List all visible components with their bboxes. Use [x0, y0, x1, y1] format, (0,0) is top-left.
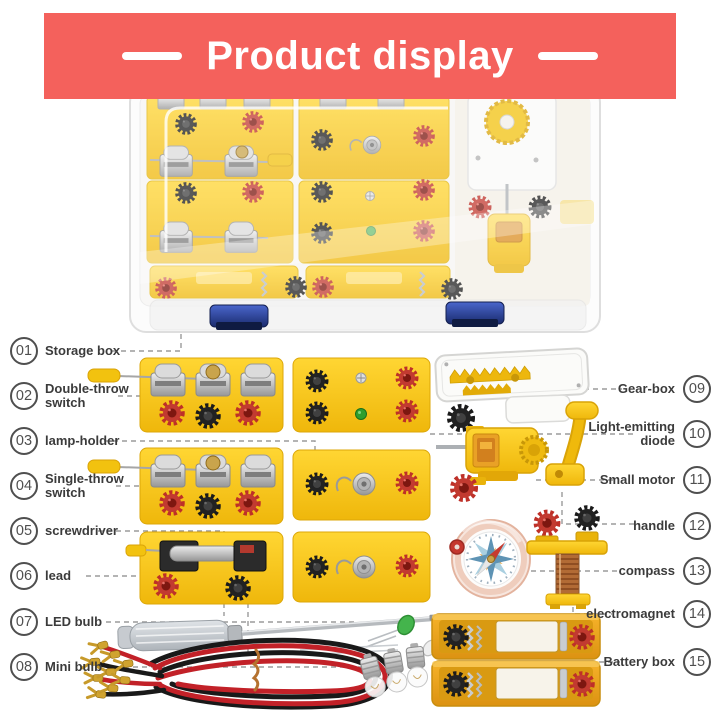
light-emitting-diode-board	[292, 357, 431, 433]
callout-number-15: 15	[683, 648, 711, 676]
storage-box-photo	[129, 85, 601, 333]
gear-box-lid	[505, 394, 571, 424]
lamp-holder-board-2	[292, 531, 431, 603]
callout-number-10: 10	[683, 420, 711, 449]
callout-label-electromagnet: electromagnet	[586, 605, 675, 621]
callout-single-throw-switch: 04 Single-throw switch	[10, 471, 140, 501]
callout-number-08: 08	[10, 653, 38, 681]
callout-number-04: 04	[10, 472, 38, 501]
callout-mini-bulb: 08 Mini bulb	[10, 653, 102, 681]
callout-storage-box: 01 Storage box	[10, 337, 120, 365]
electromagnet-item	[526, 508, 608, 609]
callout-lead: 06 lead	[10, 562, 71, 590]
callout-number-09: 09	[683, 375, 711, 403]
callout-label-lamp-holder: lamp-holder	[45, 432, 120, 448]
latch-left	[209, 304, 269, 330]
callout-number-01: 01	[10, 337, 38, 365]
small-motor-item	[436, 406, 549, 499]
callout-number-05: 05	[10, 517, 38, 545]
callout-number-11: 11	[683, 466, 711, 494]
screwdriver-item	[117, 614, 440, 652]
callout-label-gear-box: Gear-box	[617, 380, 675, 396]
battery-box-items	[432, 614, 600, 706]
callout-label-double-throw-switch: Double-throw switch	[45, 381, 129, 411]
callout-battery-box: Battery box 15	[603, 648, 711, 676]
compass-item	[449, 519, 531, 599]
lead-wires-item	[80, 637, 393, 710]
callout-label-storage-box: Storage box	[45, 342, 121, 358]
fuse-holder-board	[125, 531, 284, 605]
callout-light-emitting-diode: Light-emitting diode 10	[577, 419, 711, 449]
callout-label-lead: lead	[45, 567, 72, 583]
callout-small-motor: Small motor 11	[600, 466, 711, 494]
latch-right	[445, 301, 505, 327]
callout-lamp-holder: 03 lamp-holder	[10, 427, 119, 455]
callout-number-07: 07	[10, 608, 38, 636]
lamp-holder-board-1	[292, 449, 431, 521]
callout-compass: compass 13	[619, 557, 711, 585]
header-dash-left	[122, 52, 183, 60]
callout-label-small-motor: Small motor	[599, 471, 675, 487]
callout-number-03: 03	[10, 427, 38, 455]
header-dash-right	[537, 52, 598, 60]
callout-number-13: 13	[683, 557, 711, 585]
callout-electromagnet: electromagnet 14	[586, 600, 711, 628]
callout-number-12: 12	[683, 512, 711, 540]
callout-label-compass: compass	[618, 562, 675, 578]
callout-gear-box: Gear-box 09	[618, 375, 711, 403]
callout-handle: handle 12	[633, 512, 711, 540]
callout-screwdriver: 05 screwdriver	[10, 517, 118, 545]
callout-label-single-throw-switch: Single-throw switch	[45, 471, 124, 501]
callout-label-screwdriver: screwdriver	[45, 522, 118, 538]
callout-led-bulb: 07 LED bulb	[10, 608, 102, 636]
callout-label-mini-bulb: Mini bulb	[45, 658, 103, 674]
callout-label-led-bulb: LED bulb	[45, 613, 103, 629]
callout-number-06: 06	[10, 562, 38, 590]
gear-box-item	[434, 347, 590, 403]
callout-number-02: 02	[10, 382, 38, 411]
double-throw-switch-board	[87, 357, 284, 433]
callout-label-battery-box: Battery box	[603, 653, 675, 669]
callout-number-14: 14	[683, 600, 711, 628]
callout-label-light-emitting-diode: Light-emitting diode	[588, 419, 675, 449]
single-throw-switch-board	[87, 447, 284, 525]
header-banner: Product display	[44, 13, 676, 99]
page-title: Product display	[206, 33, 514, 78]
callout-double-throw-switch: 02 Double-throw switch	[10, 381, 140, 411]
handle-crank-item	[545, 401, 599, 486]
callout-label-handle: handle	[633, 517, 675, 533]
